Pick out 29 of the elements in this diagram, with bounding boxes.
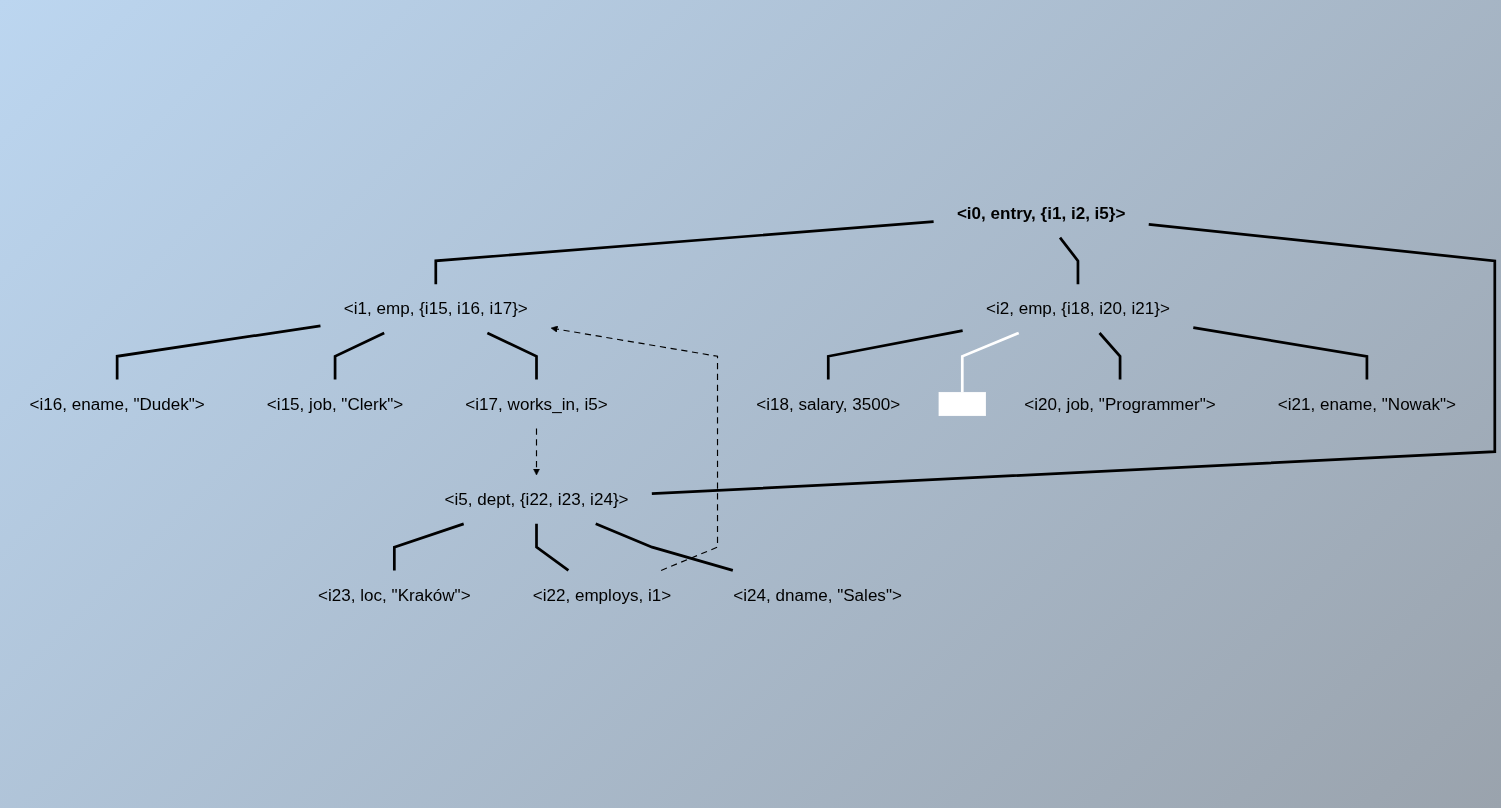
node-text: <i2, emp, {i18, i20, i21}>: [985, 298, 1171, 319]
arrow: [550, 325, 719, 571]
node-text: <i18, salary, 3500>: [756, 394, 901, 414]
node-text: <i0, entry, {i1, i2, i5}>: [956, 203, 1126, 223]
node-text: <i22, employs, i1>: [532, 585, 672, 605]
node-text: <i15, job, "Clerk">: [266, 394, 404, 414]
node-text: <i20, job, "Programmer">: [1024, 394, 1216, 414]
connector: [960, 331, 1020, 393]
connector: [1193, 326, 1369, 380]
node-text: <i17, works_in, i5>: [465, 394, 608, 414]
node-text: <i23, loc, "Kraków">: [318, 585, 471, 605]
connector: [535, 523, 570, 572]
connector: [392, 522, 465, 571]
node-text: <i24, dname, "Sales">: [733, 585, 902, 605]
connector: [1098, 332, 1122, 380]
connector: [115, 324, 321, 380]
connector: [651, 223, 1497, 496]
node-text: <i1, emp, {i15, i16, i17}>: [343, 298, 528, 319]
node-box: [938, 391, 986, 417]
connector: [486, 331, 538, 380]
connector: [333, 331, 385, 380]
connector: [826, 329, 963, 380]
connector: [1058, 236, 1080, 285]
node-text: <i21, ename, "Nowak">: [1277, 394, 1456, 414]
node-text: <i16, ename, "Dudek">: [29, 394, 205, 414]
node-text: <i5, dept, {i22, i23, i24}>: [444, 489, 629, 510]
arrow: [533, 427, 540, 476]
connector: [595, 522, 734, 572]
connector: [434, 220, 934, 285]
